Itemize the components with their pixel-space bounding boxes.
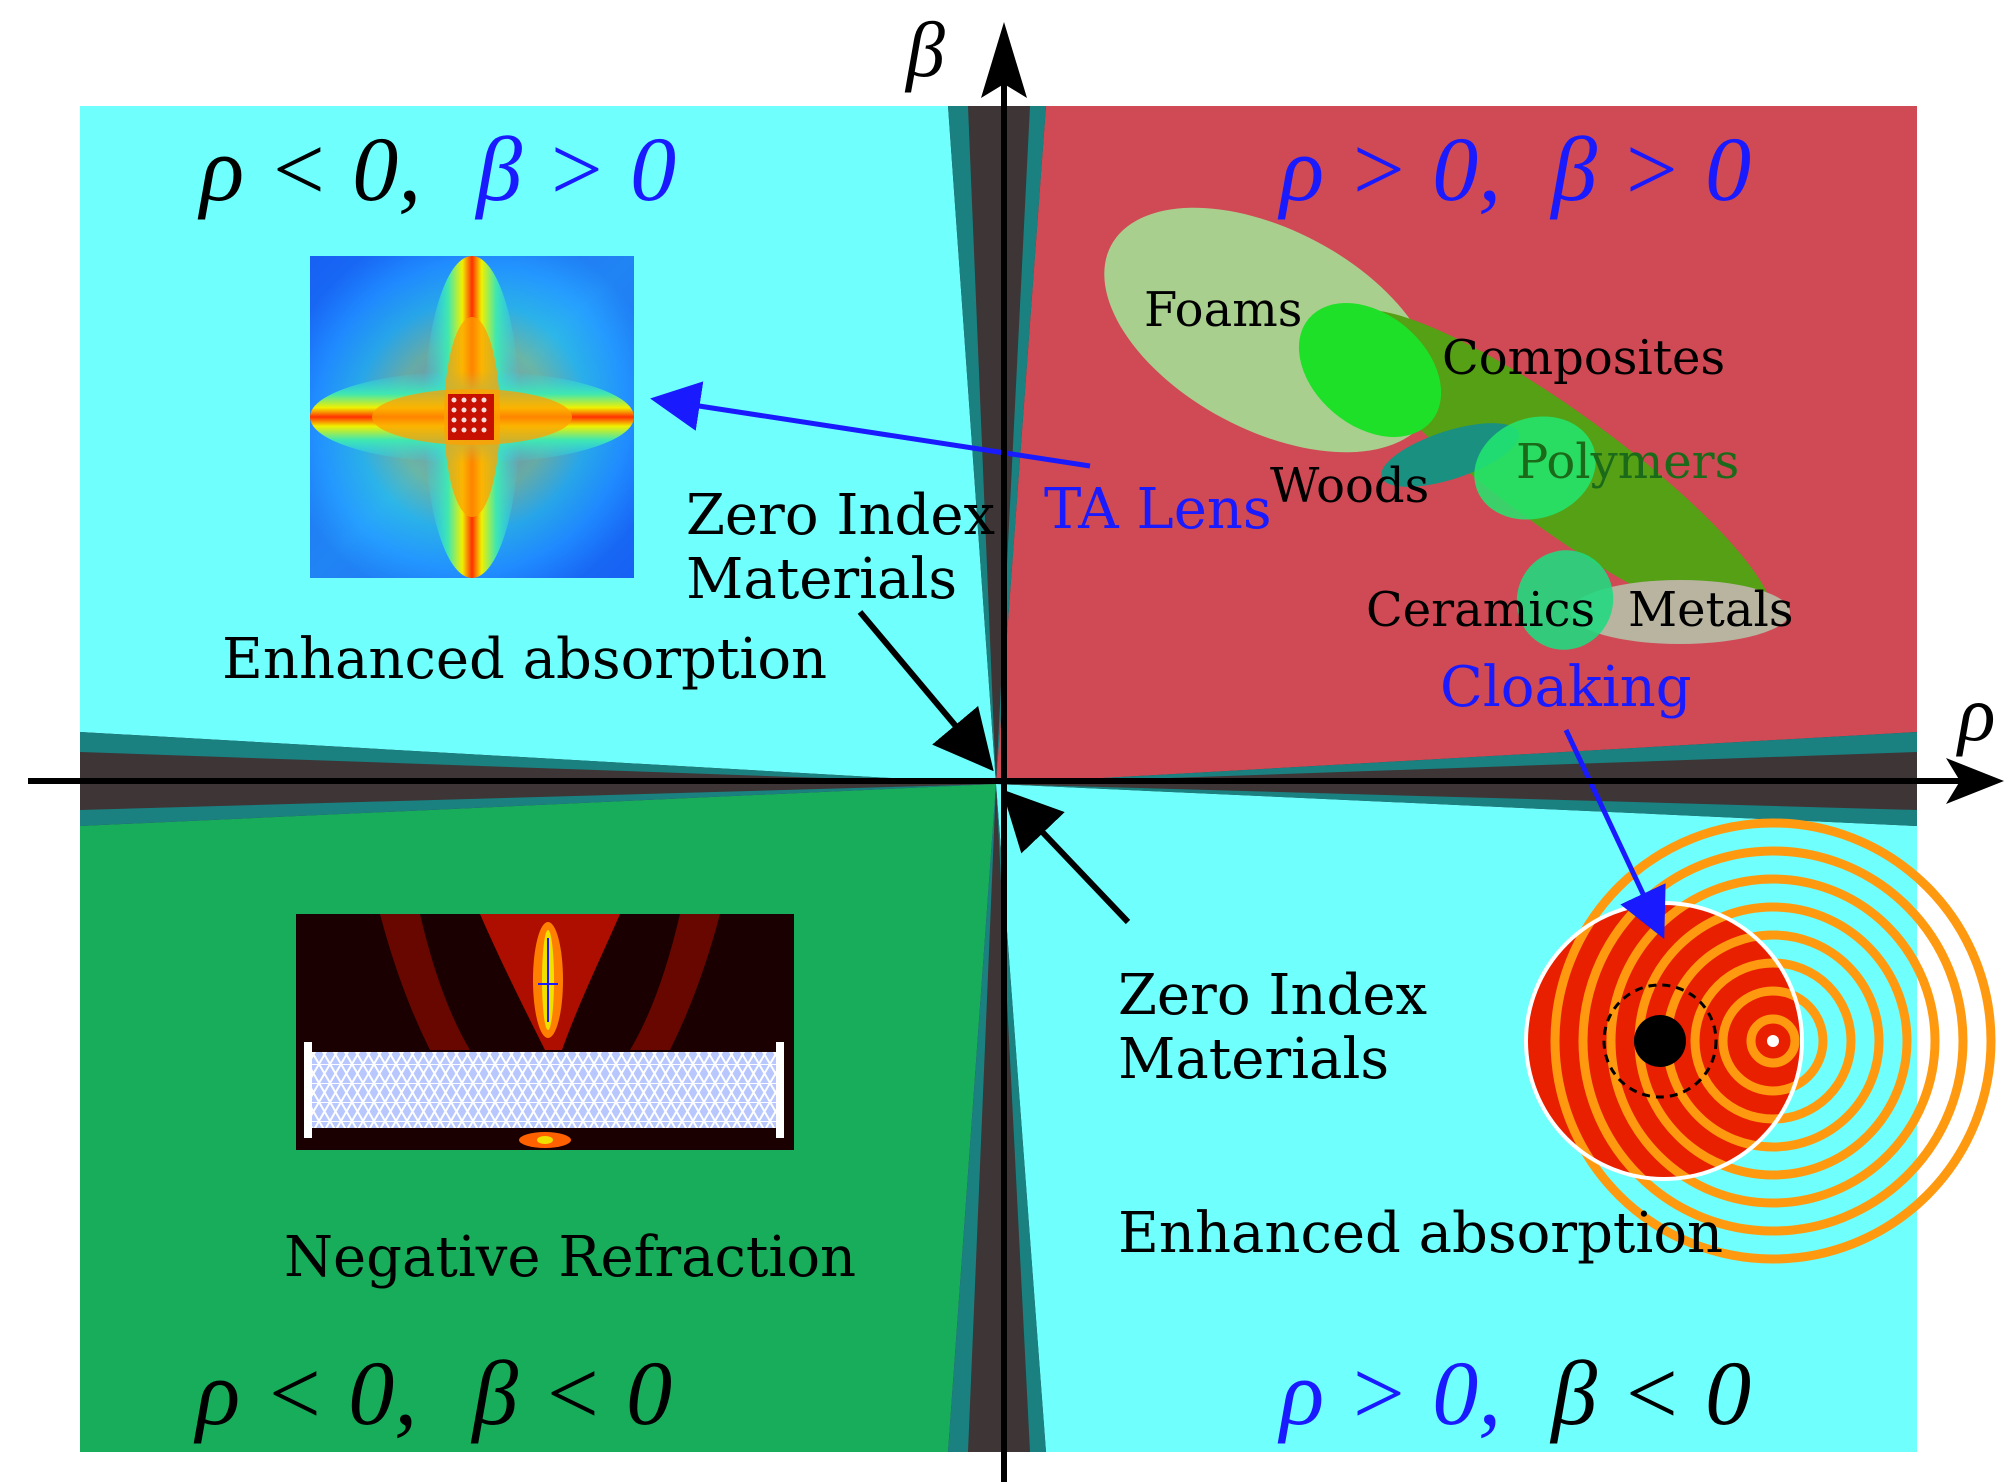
polymers-ellipse xyxy=(1474,416,1596,520)
quadrant-br-rho: ρ > 0, xyxy=(1277,1342,1501,1444)
material-map xyxy=(1104,207,1790,650)
cloaking-arrow xyxy=(1563,728,1666,940)
cloaking-label: Cloaking xyxy=(1440,655,1692,720)
zero-index-top-label-line2: Materials xyxy=(686,547,957,612)
ta-lens-arrow xyxy=(650,381,1091,469)
quadrant-bl-condition: ρ < 0, β < 0 xyxy=(193,1342,672,1444)
quadrant-bl-rho: ρ < 0, xyxy=(193,1342,417,1444)
metals-ellipse xyxy=(1570,580,1790,644)
zero-index-bottom-label-line2: Materials xyxy=(1118,1027,1389,1092)
y-axis-arrowhead xyxy=(981,22,1027,98)
x-axis-arrowhead xyxy=(1946,758,2004,804)
zero-index-top-arrow xyxy=(857,610,994,772)
zero-index-top-label-line1: Zero Index xyxy=(686,483,995,548)
material-woods-label: Woods xyxy=(1270,458,1429,514)
y-axis-label: β xyxy=(904,6,945,93)
material-metals-label: Metals xyxy=(1628,582,1793,638)
quadrant-br-beta: β < 0 xyxy=(1549,1342,1751,1444)
cloaking-plot xyxy=(1524,818,1996,1264)
quadrant-br-condition: ρ > 0, β < 0 xyxy=(1277,1342,1751,1444)
ta-lens-field-plot xyxy=(310,256,634,578)
ceramics-ellipse xyxy=(1516,550,1614,650)
quadrant-tl-rho: ρ < 0, xyxy=(197,118,421,220)
x-axis-label: ρ xyxy=(1956,670,1995,757)
zero-index-bottom-arrow xyxy=(1001,789,1131,925)
ta-lens-label: TA Lens xyxy=(1044,477,1272,542)
negative-refraction-plot xyxy=(296,914,794,1150)
enhanced-absorption-top-label: Enhanced absorption xyxy=(222,627,827,692)
quadrant-bl-beta: β < 0 xyxy=(470,1342,672,1444)
quadrant-tl-condition: ρ < 0, β > 0 xyxy=(197,118,676,220)
material-composites-label: Composites xyxy=(1442,330,1725,386)
woods-ellipse xyxy=(1381,423,1519,487)
quadrant-tr-rho: ρ > 0, xyxy=(1277,118,1501,220)
zero-index-bottom-label-line1: Zero Index xyxy=(1118,963,1427,1028)
zero-index-wedges xyxy=(80,106,1917,1452)
quadrant-tr-condition: ρ > 0, β > 0 xyxy=(1277,118,1751,220)
composites-bright-ellipse xyxy=(1298,303,1442,437)
negative-refraction-label: Negative Refraction xyxy=(284,1225,856,1290)
quadrant-tl-beta: β > 0 xyxy=(474,118,676,220)
material-polymers-label: Polymers xyxy=(1516,434,1739,490)
quadrant-tr-beta: β > 0 xyxy=(1549,118,1751,220)
material-ceramics-label: Ceramics xyxy=(1366,582,1595,638)
enhanced-absorption-bottom-label: Enhanced absorption xyxy=(1118,1201,1723,1266)
material-foams-label: Foams xyxy=(1144,282,1302,338)
